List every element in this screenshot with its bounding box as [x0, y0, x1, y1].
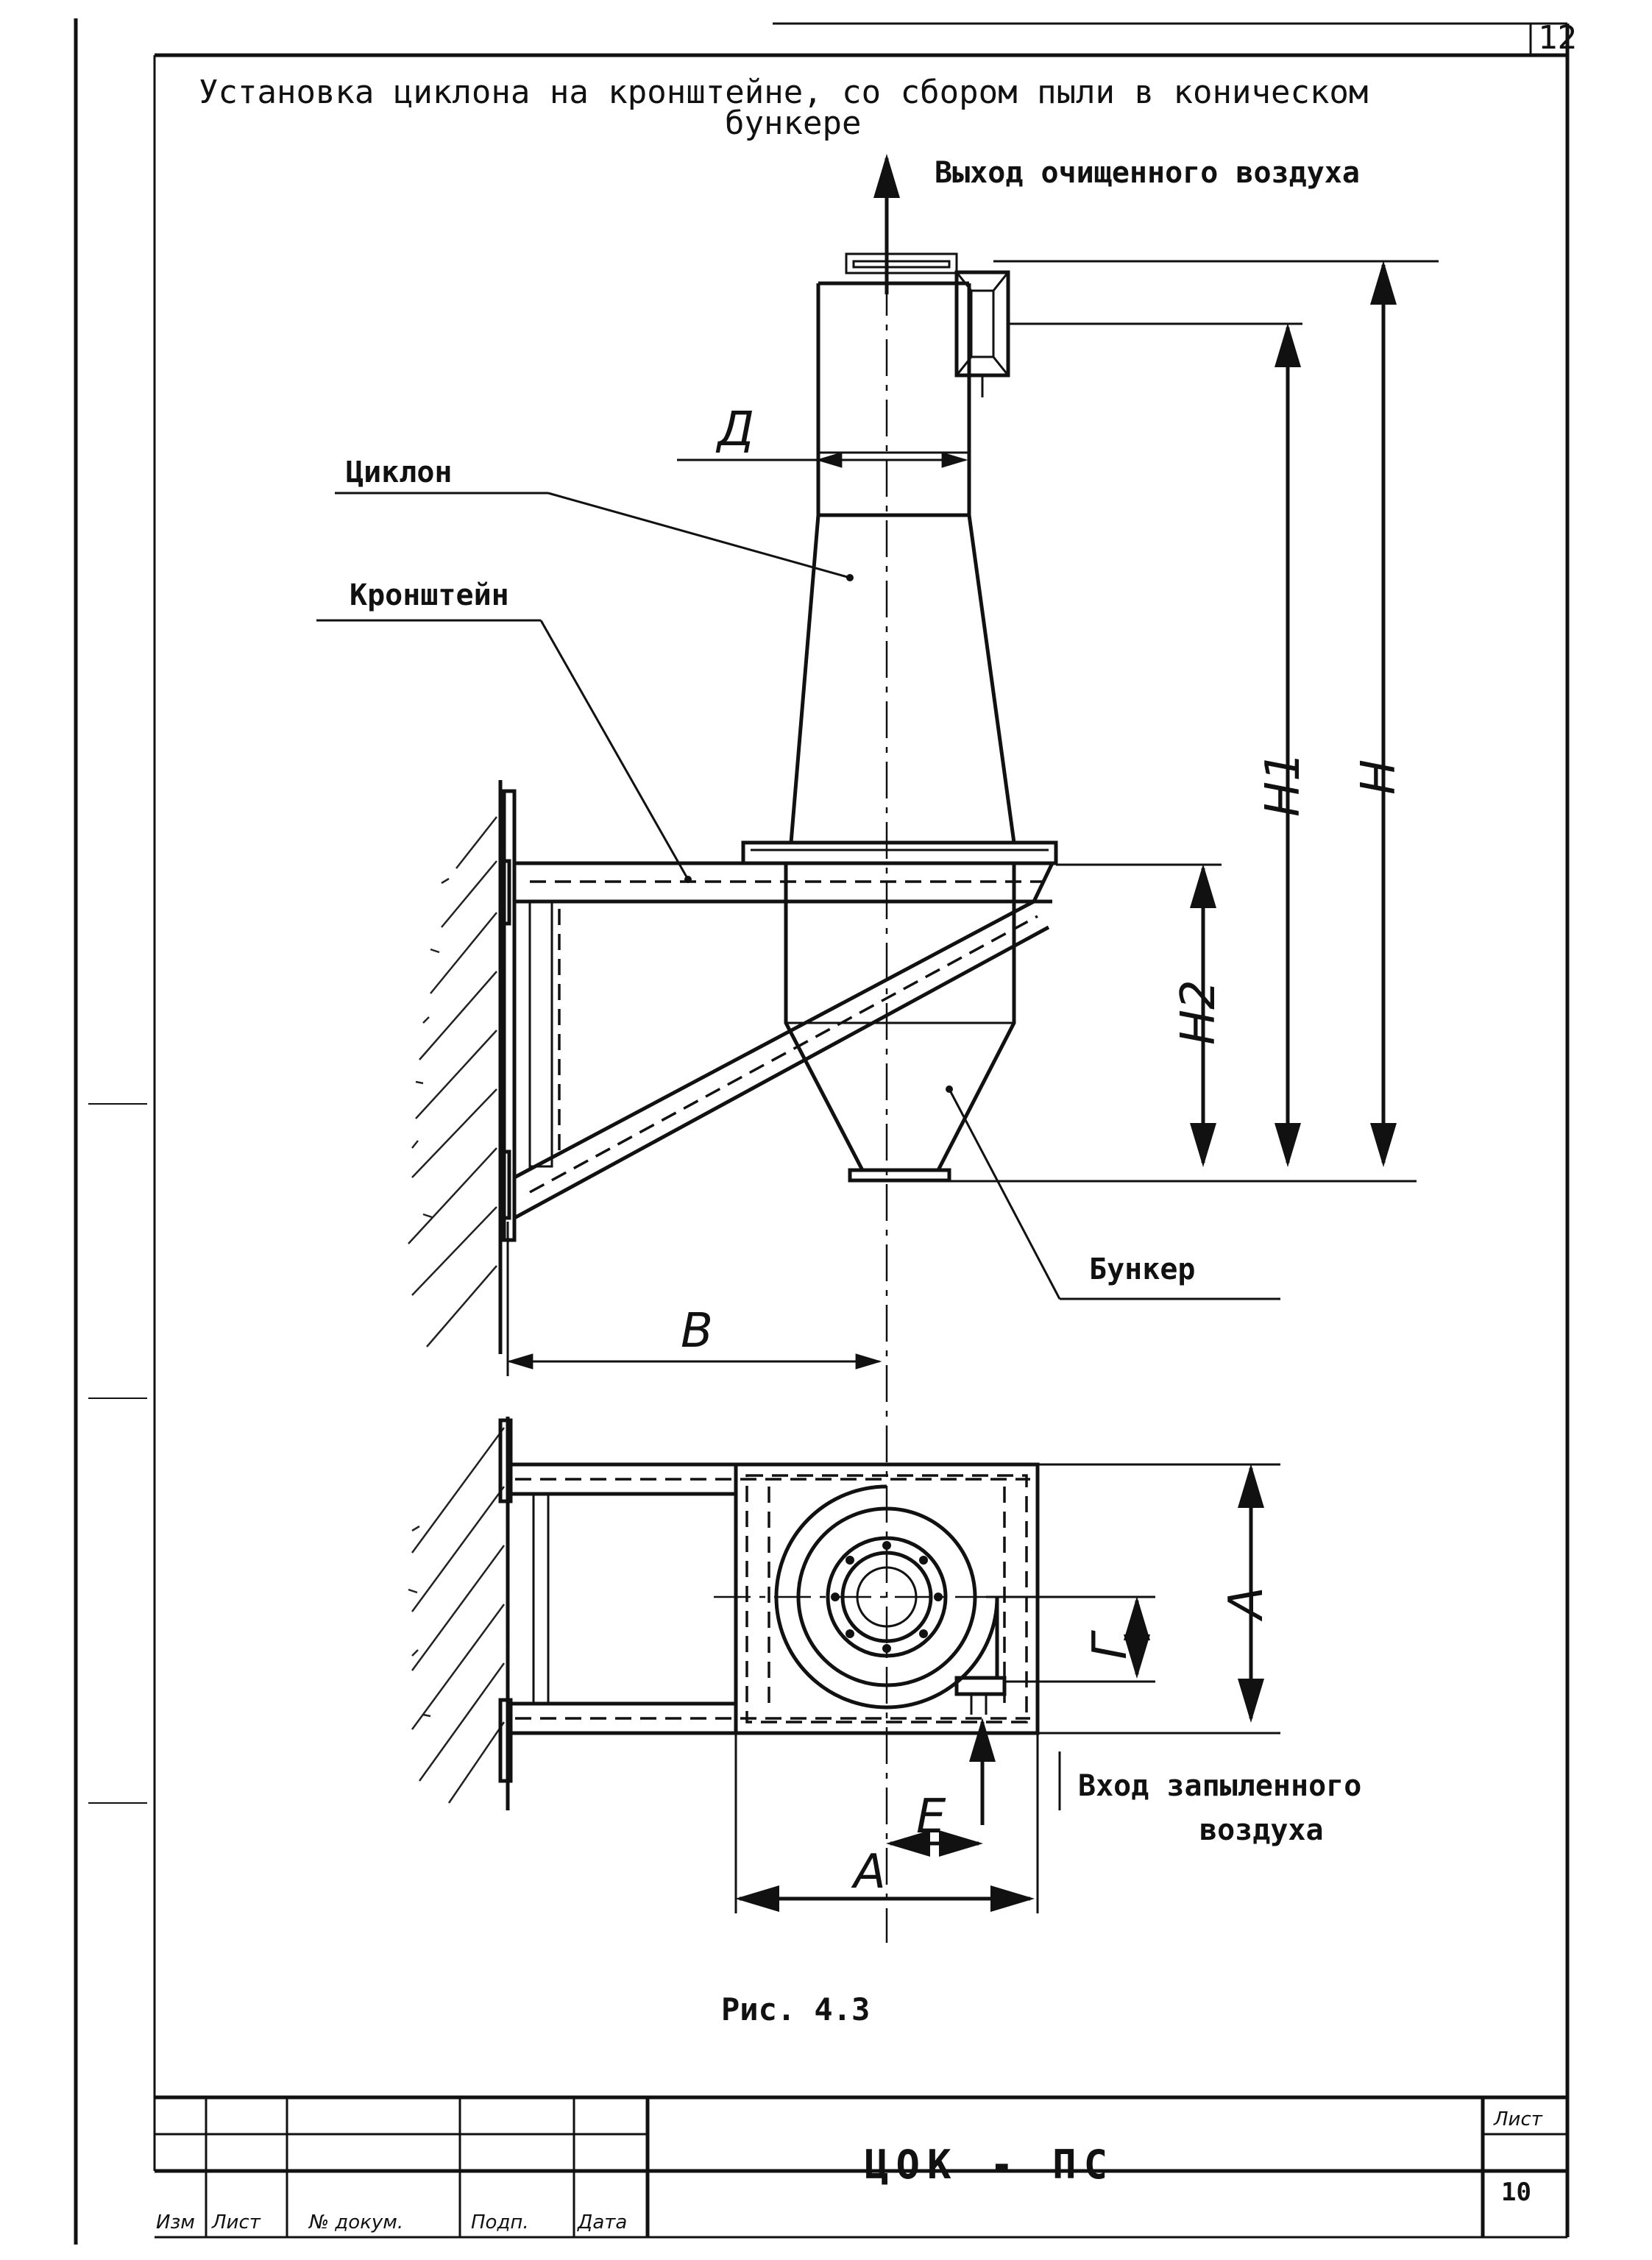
drawing-title-line2: бункере [725, 105, 861, 142]
title-block [155, 2095, 1570, 2237]
dim-B-label: B [681, 1304, 713, 1359]
cyclone-leader-diag [547, 492, 851, 579]
dim-H2-label: H2 [1171, 980, 1226, 1045]
stamp-header-doc: № докум. [308, 2211, 403, 2234]
page-number: 12 [1538, 19, 1577, 57]
plan-cyclone [714, 1462, 1040, 1735]
hopper [784, 863, 1016, 1183]
dim-G-label: Г [1083, 1630, 1138, 1659]
dim-D-label: Д [715, 403, 754, 457]
document-code: ЦОК - ПС [865, 2142, 1115, 2188]
hopper-leader [948, 1088, 1061, 1300]
stamp-header-date: Дата [577, 2211, 627, 2234]
dim-H-label: H [1352, 759, 1406, 795]
cyclone-label: Циклон [346, 456, 453, 489]
inlet-label-line1: Вход запыленного [1078, 1769, 1361, 1803]
wall-hatching-top [408, 780, 503, 1354]
sheet-frame [74, 18, 1570, 2245]
height-dimensions [949, 260, 1439, 1183]
cyclone [741, 252, 1058, 865]
inlet-label-line2: воздуха [1199, 1813, 1324, 1847]
hopper-label: Бункер [1089, 1253, 1196, 1286]
dim-A-horizontal-label: A [851, 1845, 886, 1899]
outlet-label: Выход очищенного воздуха [935, 156, 1360, 190]
wall-hatching-bottom [408, 1417, 510, 1810]
dim-A-vertical-label: A [1219, 1587, 1274, 1622]
sheet-label: Лист [1493, 2108, 1543, 2130]
stamp-header-izm: Изм [156, 2211, 195, 2234]
dim-E-label: E [916, 1790, 946, 1844]
dim-H1-label: H1 [1256, 751, 1311, 817]
stamp-header-sign: Подп. [471, 2211, 529, 2234]
bracket-label: Кронштейн [350, 578, 509, 612]
figure-caption: Рис. 4.3 [721, 1991, 870, 2027]
stamp-header-list: Лист [211, 2211, 261, 2234]
drawing-title-line1: Установка циклона на кронштейне, со сбор… [199, 74, 1368, 111]
sheet-number: 10 [1501, 2178, 1531, 2207]
bracket [498, 789, 1054, 1242]
